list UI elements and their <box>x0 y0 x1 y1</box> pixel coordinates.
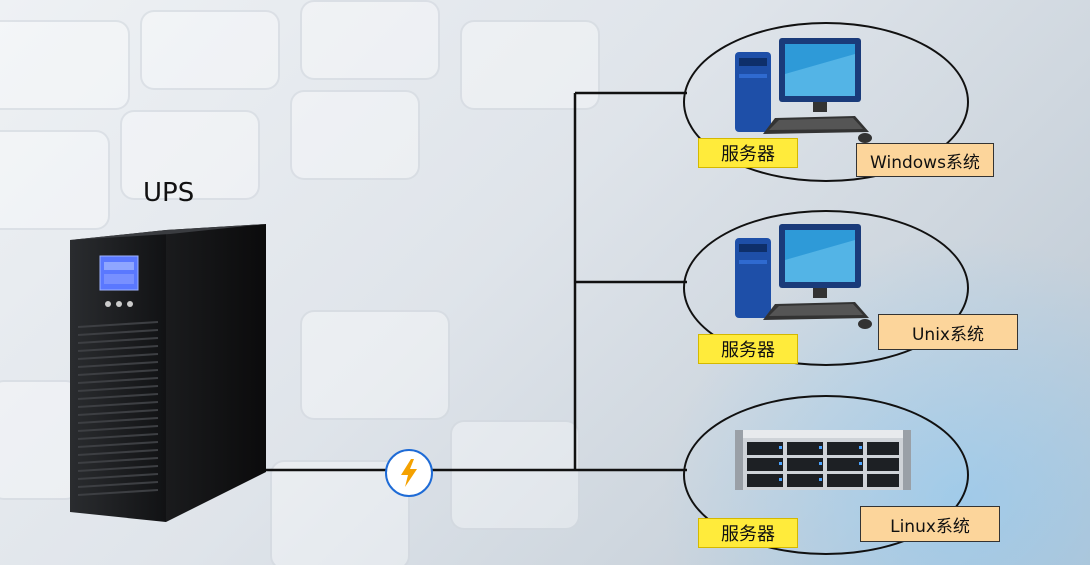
server-group-windows <box>683 22 969 182</box>
os-label-unix: Unix系统 <box>878 314 1018 350</box>
lightning-bolt-icon <box>401 459 417 487</box>
power-link-badge <box>385 449 433 497</box>
os-label-windows: Windows系统 <box>856 143 994 177</box>
bg-key <box>140 10 280 90</box>
server-group-linux <box>683 395 969 555</box>
bg-key <box>460 20 600 110</box>
bg-key <box>300 0 440 80</box>
ups-tower-icon <box>70 224 266 522</box>
desktop-computer-icon <box>735 38 872 143</box>
bg-key <box>120 110 260 200</box>
bg-key <box>0 380 80 500</box>
server-label-windows: 服务器 <box>698 138 798 168</box>
server-label-linux: 服务器 <box>698 518 798 548</box>
bg-key <box>450 420 580 530</box>
server-group-unix <box>683 210 969 366</box>
server-label-unix: 服务器 <box>698 334 798 364</box>
bg-key <box>300 310 450 420</box>
desktop-computer-icon <box>735 224 872 329</box>
bg-key <box>0 20 130 110</box>
rack-server-icon <box>735 430 911 490</box>
ups-title: UPS <box>143 178 195 208</box>
os-label-linux: Linux系统 <box>860 506 1000 542</box>
bg-key <box>0 130 110 230</box>
bg-key <box>290 90 420 180</box>
